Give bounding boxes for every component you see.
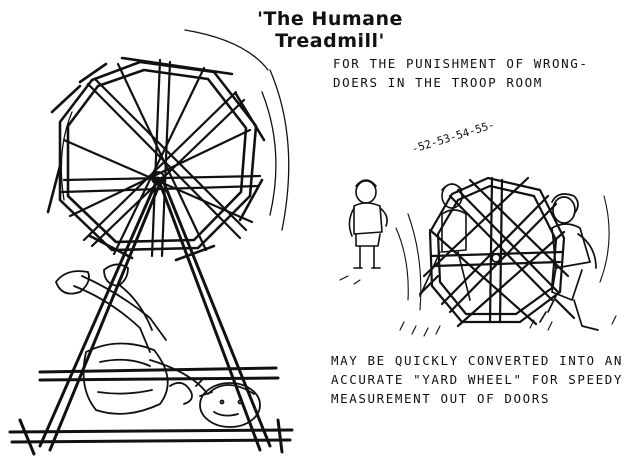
yard-wheel-hub (491, 253, 501, 263)
cartoon-title: 'The Humane Treadmill' (257, 8, 403, 52)
a-frame-stand (8, 176, 294, 456)
large-wheel-treadmill (8, 29, 294, 456)
standing-boy (348, 179, 388, 269)
caption-bottom: May be quickly converted into an accurat… (331, 351, 623, 408)
yard-wheel-scene (339, 176, 617, 337)
wheel-spokes (60, 58, 262, 258)
caption-bottom-line-3: measurement out of doors (331, 391, 551, 406)
running-girl (539, 193, 599, 331)
strapped-figure (55, 263, 261, 428)
caption-bottom-line-1: May be quickly converted into an (331, 353, 624, 368)
ground-marks (339, 275, 617, 337)
boy-inside-wheel (419, 183, 471, 301)
motion-lines-left (60, 29, 290, 231)
yard-wheel (418, 176, 576, 328)
caption-top-line-1: For the punishment of wrong- (333, 56, 589, 71)
motion-lines-right (395, 195, 610, 311)
caption-bottom-line-2: accurate "yard wheel" for speedy (331, 372, 624, 387)
caption-top: For the punishment of wrong- doers in th… (333, 54, 589, 92)
caption-top-line-2: doers in the troop room (333, 75, 543, 90)
